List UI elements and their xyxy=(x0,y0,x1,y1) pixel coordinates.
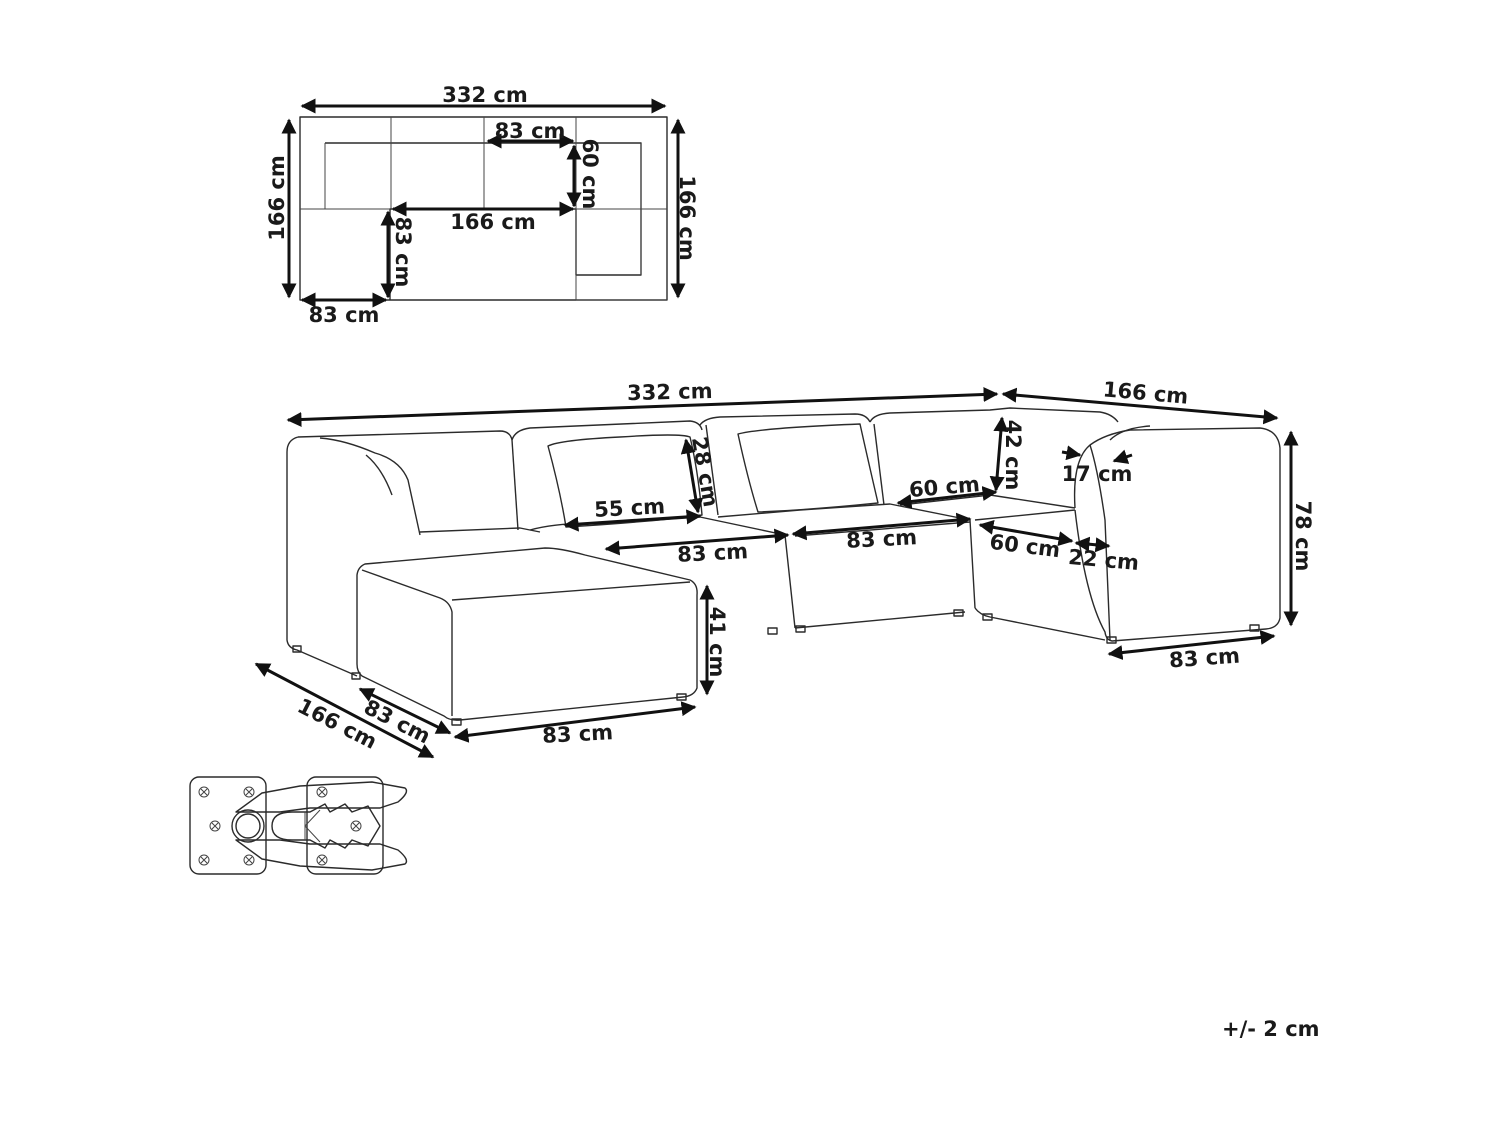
top-inner-width-label: 166 cm xyxy=(450,210,535,234)
persp-module-width-2-label: 83 cm xyxy=(846,525,918,553)
persp-overall-width-label: 332 cm xyxy=(627,379,713,405)
persp-seat-height-label: 41 cm xyxy=(705,607,729,678)
top-module-width-label: 83 cm xyxy=(495,119,566,143)
top-view-plan xyxy=(299,116,668,301)
persp-cushion-width-label: 55 cm xyxy=(594,494,666,522)
persp-module-width-1-label: 83 cm xyxy=(677,539,749,567)
persp-armrest-depth-label: 22 cm xyxy=(1067,545,1140,575)
persp-back-height-label: 42 cm xyxy=(1001,420,1025,491)
top-chaise-depth-label: 83 cm xyxy=(391,217,415,288)
connector-clip-detail xyxy=(189,776,408,875)
persp-armrest-width-label: 17 cm xyxy=(1062,462,1133,486)
persp-height-label: 78 cm xyxy=(1291,501,1315,572)
top-depth-left-label: 166 cm xyxy=(265,155,289,240)
top-depth-right-label: 166 cm xyxy=(675,175,699,260)
perspective-dimension-arrows xyxy=(254,386,1299,759)
persp-ottoman-width-label: 83 cm xyxy=(542,720,614,748)
persp-seat-depth-corner-label: 60 cm xyxy=(988,530,1061,562)
persp-corner-width-label: 83 cm xyxy=(1168,644,1240,673)
top-seat-depth-label: 60 cm xyxy=(578,139,602,210)
top-chaise-width-label: 83 cm xyxy=(309,303,380,327)
top-view-dimension-arrows xyxy=(281,98,686,308)
tolerance-note: +/- 2 cm xyxy=(1222,1017,1320,1041)
top-overall-width-label: 332 cm xyxy=(442,83,527,107)
